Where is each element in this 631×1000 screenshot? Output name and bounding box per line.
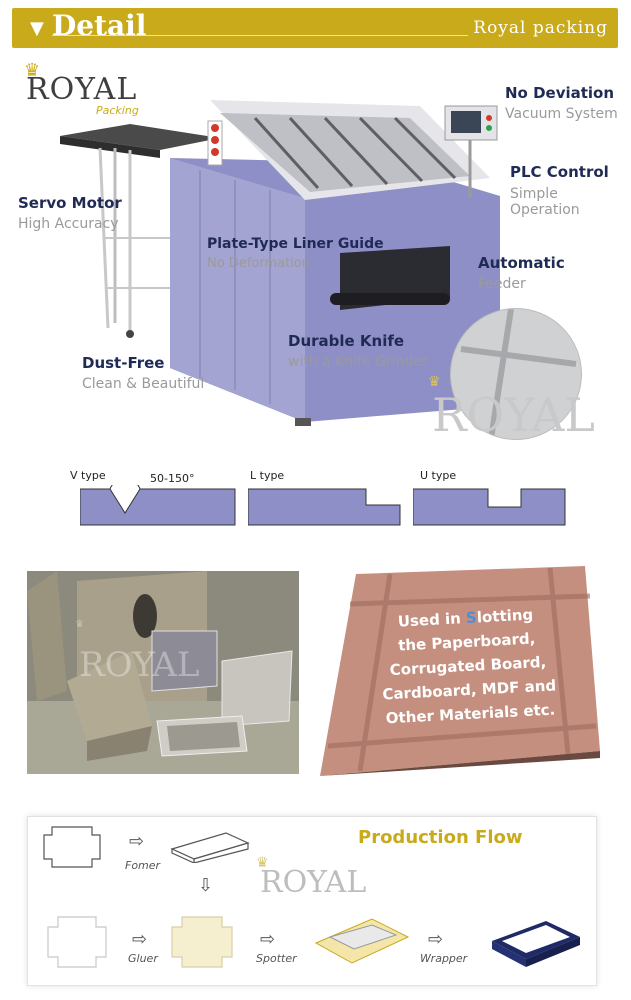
feature-servo-title: Servo Motor bbox=[18, 194, 122, 212]
step-fomer-label: Fomer bbox=[125, 859, 161, 872]
feature-plc-title: PLC Control bbox=[510, 163, 609, 181]
photo-watermark-text: ROYAL bbox=[79, 645, 200, 685]
watermark-text: ROYAL bbox=[432, 388, 595, 442]
logo-wordmark: ROYAL bbox=[26, 72, 138, 107]
feature-dust-sub: Clean & Beautiful bbox=[82, 376, 205, 392]
glued-blank-diagram bbox=[171, 916, 233, 968]
step-wrapper-label: Wrapper bbox=[420, 952, 468, 965]
feature-no-deviation-sub: Vacuum System bbox=[505, 106, 618, 122]
u-type-label: U type bbox=[420, 469, 457, 482]
sample-boxes-photo: ♛ ROYAL bbox=[27, 571, 299, 774]
wrapped-box-diagram bbox=[492, 921, 580, 967]
step-spotter-label: Spotter bbox=[256, 952, 297, 965]
feature-servo-sub: High Accuracy bbox=[18, 216, 119, 232]
mdf-board-photo: Used in Slotting the Paperboard, Corruga… bbox=[320, 566, 600, 776]
arrow-down-icon: ⇩ bbox=[198, 875, 214, 896]
v-type-label: V type bbox=[70, 469, 106, 482]
knife-detail-photo bbox=[450, 308, 582, 440]
feature-dust-title: Dust-Free bbox=[82, 354, 165, 372]
materials-usage-text: Used in Slotting the Paperboard, Corruga… bbox=[355, 600, 581, 731]
watermark-crown-icon: ♛ bbox=[428, 374, 441, 390]
formed-tray-diagram bbox=[170, 832, 250, 863]
l-type-groove-diagram bbox=[248, 488, 401, 526]
u-type-groove-diagram bbox=[413, 488, 566, 526]
slotting-machine-illustration bbox=[60, 100, 500, 426]
flat-blank-diagram bbox=[43, 826, 101, 868]
section-title: Detail bbox=[52, 9, 147, 42]
spotted-tray-diagram bbox=[314, 918, 410, 964]
arrow-right-icon: ⇨ bbox=[132, 929, 148, 950]
feature-liner-sub: No Deformation bbox=[207, 256, 310, 271]
feature-knife-sub: with a Knife Grinder bbox=[288, 354, 428, 370]
feature-automatic-title: Automatic bbox=[478, 254, 565, 272]
feature-liner-title: Plate-Type Liner Guide bbox=[207, 236, 384, 252]
feature-plc-sub: Simple Operation bbox=[510, 186, 580, 218]
production-flow-title: Production Flow bbox=[358, 827, 523, 848]
section-header: ▼ Detail Royal packing bbox=[12, 8, 618, 48]
feature-automatic-sub: Feeder bbox=[478, 276, 526, 292]
usage-prefix: Used in bbox=[397, 609, 467, 631]
v-type-angle: 50-150° bbox=[150, 472, 195, 485]
production-flow-panel: Production Flow ♛ ROYAL ⇨ Fomer ⇩ ⇨ Glue… bbox=[27, 816, 597, 986]
header-divider bbox=[52, 35, 468, 36]
arrow-right-icon: ⇨ bbox=[129, 831, 145, 852]
feature-knife-title: Durable Knife bbox=[288, 332, 405, 350]
flow-watermark-text: ROYAL bbox=[260, 865, 367, 900]
flow-watermark-crown-icon: ♛ bbox=[256, 855, 269, 871]
crown-icon: ♛ bbox=[24, 60, 41, 81]
triangle-down-icon: ▼ bbox=[30, 18, 44, 39]
l-type-label: L type bbox=[250, 469, 285, 482]
photo-watermark-crown-icon: ♛ bbox=[75, 619, 84, 630]
feature-no-deviation-title: No Deviation bbox=[505, 84, 615, 102]
arrow-right-icon: ⇨ bbox=[260, 929, 276, 950]
logo-tagline: Packing bbox=[96, 104, 139, 117]
step-gluer-label: Gluer bbox=[128, 952, 158, 965]
v-type-groove-diagram bbox=[80, 485, 236, 526]
usage-rest: lotting bbox=[476, 605, 534, 627]
arrow-right-icon: ⇨ bbox=[428, 929, 444, 950]
gluer-blank-diagram bbox=[47, 916, 107, 968]
section-subtitle: Royal packing bbox=[473, 18, 608, 38]
